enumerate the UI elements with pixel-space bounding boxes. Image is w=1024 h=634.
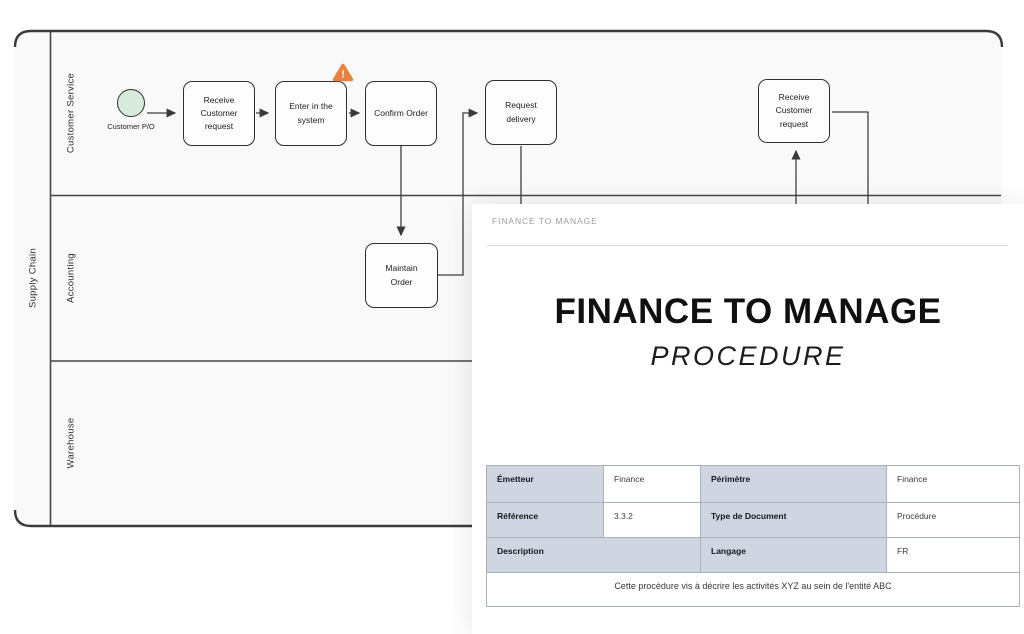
document-meta-table: Émetteur Finance Périmètre Finance Référ… [486, 465, 1020, 607]
document-header-text: FINANCE TO MANAGE [492, 216, 598, 226]
task-receive-customer-request-2[interactable]: Receive Customer request [758, 79, 830, 143]
flow-receive-2-down [832, 111, 869, 210]
cell-reference-value: 3.3.2 [603, 502, 701, 538]
task-label: Maintain Order [385, 263, 418, 287]
flow-maintain-to-request-delivery [438, 108, 479, 276]
cell-perimetre-label: Périmètre [700, 465, 887, 503]
table-row: Cette procédure vis à décrire les activi… [486, 572, 1020, 607]
start-event-label: Customer P/O [107, 122, 155, 131]
table-row: Émetteur Finance Périmètre Finance [486, 465, 1020, 503]
warning-icon[interactable]: ! [332, 63, 354, 88]
document-title: FINANCE TO MANAGE [554, 292, 942, 331]
lane-label-warehouse: Warehouse [65, 417, 77, 469]
cell-langage-value: FR [886, 537, 1020, 573]
warning-glyph: ! [341, 70, 344, 81]
task-label: Enter in the system [289, 101, 333, 125]
cell-description-label: Description [486, 537, 701, 573]
document-divider [487, 245, 1008, 246]
task-maintain-order[interactable]: Maintain Order [365, 243, 438, 308]
task-confirm-order[interactable]: Confirm Order [365, 81, 437, 146]
lane-label-customer-service: Customer Service [65, 72, 77, 154]
cell-type-document-value: Procédure [886, 502, 1020, 538]
task-request-delivery[interactable]: Request delivery [485, 80, 557, 145]
document-subtitle: PROCEDURE [650, 341, 846, 371]
task-receive-customer-request[interactable]: Receive Customer request [183, 81, 255, 146]
start-event-circle[interactable] [117, 89, 145, 117]
cell-emetteur-label: Émetteur [486, 465, 604, 503]
lane-label-accounting: Accounting [65, 252, 77, 304]
pool-label-supply-chain: Supply Chain [27, 247, 39, 309]
table-row: Référence 3.3.2 Type de Document Procédu… [486, 502, 1020, 538]
cell-type-document-label: Type de Document [700, 502, 887, 538]
cell-reference-label: Référence [486, 502, 604, 538]
cell-langage-label: Langage [700, 537, 887, 573]
task-label: Confirm Order [374, 107, 428, 118]
task-label: Receive Customer request [200, 94, 238, 132]
task-enter-in-the-system[interactable]: Enter in the system [275, 81, 347, 146]
table-row: Description Langage FR [486, 537, 1020, 573]
cell-emetteur-value: Finance [603, 465, 701, 503]
task-label: Receive Customer request [775, 92, 813, 129]
document-page: FINANCE TO MANAGE FINANCE TO MANAGE PROC… [472, 204, 1024, 634]
pool-top-border [13, 29, 1004, 48]
cell-description-note: Cette procédure vis à décrire les activi… [486, 572, 1020, 607]
cell-perimetre-value: Finance [886, 465, 1020, 503]
task-label: Request delivery [505, 100, 537, 124]
